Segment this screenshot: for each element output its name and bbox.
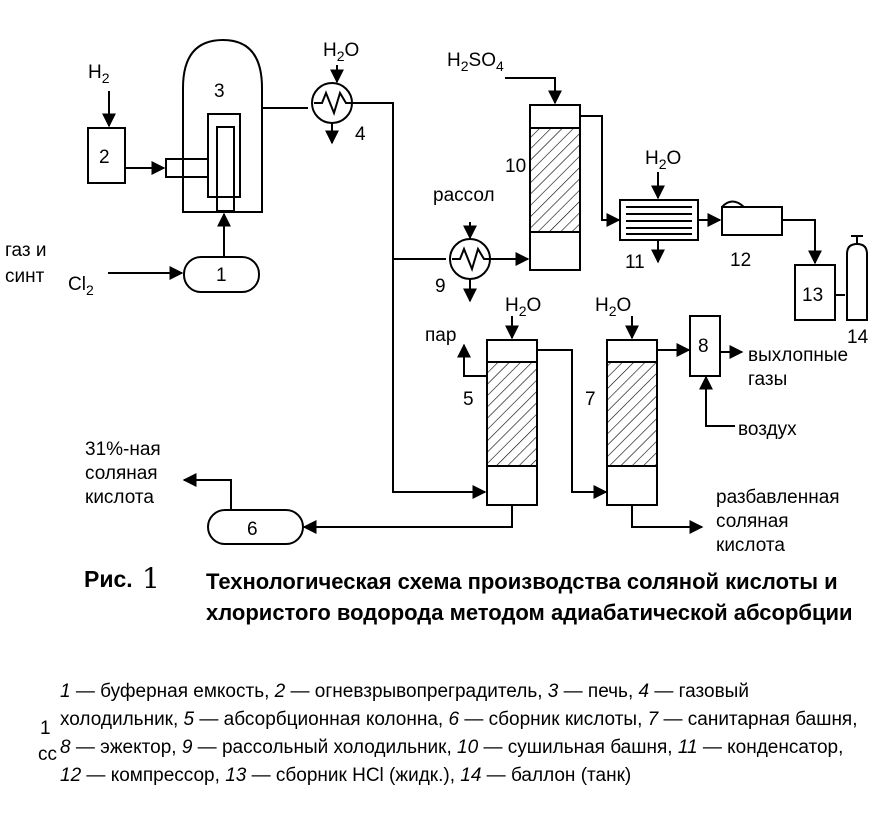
- legend-number: 12: [60, 765, 82, 786]
- legend-text: — компрессор,: [81, 765, 226, 786]
- legend-text: — конденсатор,: [697, 737, 844, 758]
- furnace-unit: [182, 38, 263, 213]
- acid31-label-1: 31%-ная: [85, 439, 161, 460]
- legend-text: — сборник кислоты,: [459, 709, 648, 730]
- legend-number: 14: [460, 765, 482, 786]
- legend-text: — рассольный холодильник,: [192, 737, 458, 758]
- cut-fragment-1: 1: [40, 718, 51, 739]
- legend-number: 11: [677, 737, 698, 758]
- exhaust-label-2: газы: [748, 369, 787, 390]
- water-label-absorber: H2O: [505, 295, 541, 319]
- acid31-label-3: кислота: [85, 487, 154, 508]
- legend-number: 1: [60, 681, 71, 702]
- cut-left-label-2: синт: [5, 266, 45, 287]
- unit-number-4: 4: [355, 124, 366, 145]
- legend-text: — буферная емкость,: [70, 681, 275, 702]
- legend-number: 5: [183, 709, 195, 730]
- legend-text: — сушильная башня,: [478, 737, 678, 758]
- unit-number-8: 8: [698, 336, 709, 357]
- unit-number-9: 9: [435, 276, 446, 297]
- unit-number-5: 5: [463, 389, 474, 410]
- unit-number-10: 10: [505, 156, 526, 177]
- acid31-label-2: соляная: [85, 463, 158, 484]
- water-label-condenser: H2O: [645, 148, 681, 172]
- unit-number-3: 3: [214, 81, 225, 102]
- legend-number: 2: [274, 681, 286, 702]
- legend-number: 4: [638, 681, 650, 702]
- figure-number: 1: [142, 562, 160, 595]
- h2so4-label: H2SO4: [447, 50, 504, 74]
- legend-text: — печь,: [558, 681, 639, 702]
- dilute-label-2: соляная: [716, 511, 789, 532]
- legend-number: 3: [547, 681, 559, 702]
- unit-number-11: 11: [625, 252, 645, 273]
- figure-label: Рис.: [84, 566, 133, 592]
- figure-legend: 1 — буферная емкость, 2 — огневзрывопрег…: [60, 678, 860, 790]
- legend-number: 7: [647, 709, 659, 730]
- unit-number-2: 2: [99, 147, 110, 168]
- legend-number: 6: [448, 709, 460, 730]
- flame-arrester-unit: [87, 127, 126, 184]
- legend-text: — баллон (танк): [481, 765, 632, 786]
- h2-feed-label: H2: [88, 62, 110, 86]
- buffer-tank-unit: [183, 256, 260, 293]
- dilute-label-3: кислота: [716, 535, 785, 556]
- legend-text: — абсорбционная колонна,: [194, 709, 449, 730]
- legend-text: — газовый холодильник,: [60, 681, 749, 730]
- legend-text: — сборник HCl (жидк.),: [246, 765, 461, 786]
- legend-text: — санитарная башня,: [658, 709, 858, 730]
- dilute-label-1: разбавленная: [716, 487, 840, 508]
- unit-number-1: 1: [216, 265, 227, 286]
- unit-number-12: 12: [730, 250, 751, 271]
- cylinder-unit: [846, 242, 868, 321]
- figure-title: Технологическая схема производства солян…: [206, 569, 853, 625]
- unit-number-6: 6: [247, 519, 258, 540]
- brine-label: рассол: [433, 185, 495, 206]
- cut-fragment-2: сс: [38, 744, 57, 765]
- cut-left-label-1: газ и: [5, 240, 46, 261]
- unit-number-7: 7: [585, 389, 596, 410]
- legend-text: — эжектор,: [70, 737, 182, 758]
- legend-text: — огневзрывопреградитель,: [285, 681, 548, 702]
- drying-tower-unit: [529, 104, 581, 271]
- water-label-sanitary: H2O: [595, 295, 631, 319]
- legend-number: 8: [60, 737, 71, 758]
- compressor-unit: [721, 206, 783, 236]
- unit-number-14: 14: [847, 327, 869, 348]
- steam-label: пар: [425, 325, 456, 346]
- legend-number: 9: [181, 737, 193, 758]
- process-flow-diagram: H2 Cl2 H2O H2SO4 H2O H2O H2O рассол пар …: [5, 38, 869, 556]
- hcl-collector-unit: [794, 264, 836, 321]
- acid-collector-unit: [207, 509, 304, 545]
- legend-number: 13: [225, 765, 247, 786]
- legend-number: 10: [457, 737, 479, 758]
- exhaust-label-1: выхлопные: [748, 345, 848, 366]
- unit-number-13: 13: [802, 285, 823, 306]
- water-label-cooler: H2O: [323, 40, 359, 64]
- cl2-feed-label: Cl2: [68, 274, 94, 298]
- air-label: воздух: [738, 419, 797, 440]
